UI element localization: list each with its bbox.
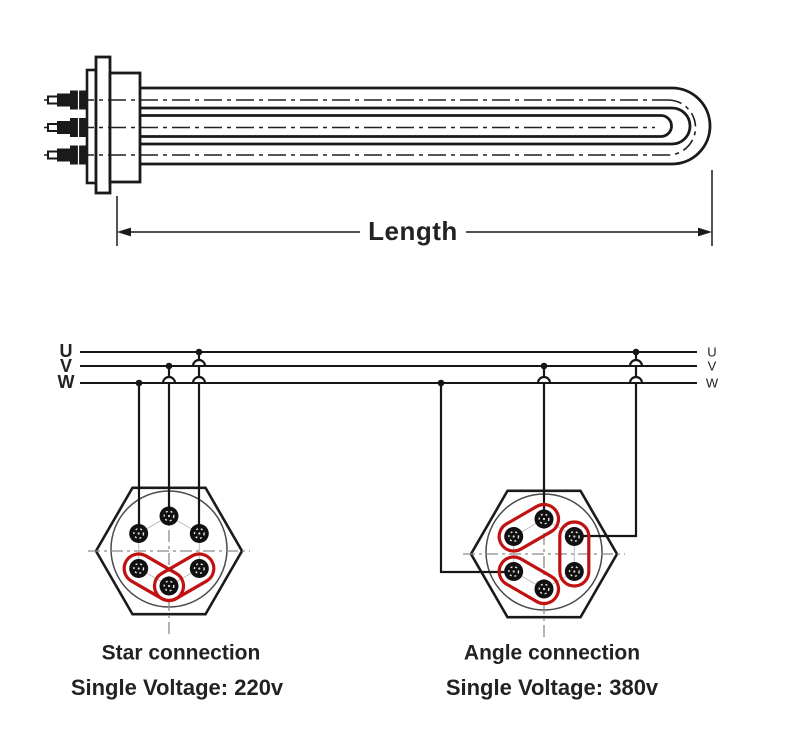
phase-label-left-u: U (59, 341, 73, 361)
pin-knurl-ring (568, 566, 580, 578)
heater-tube-1 (140, 86, 712, 166)
pin-knurl-ring (133, 528, 145, 540)
dimension-arrow-left (117, 227, 131, 237)
pin-center-dot (137, 532, 140, 535)
stud-tip (47, 150, 59, 160)
heater-element-drawing (44, 55, 712, 195)
wire-junction-dot (540, 362, 548, 370)
phase-lines (80, 351, 697, 384)
stud-tip (47, 95, 59, 105)
pin-knurl-ring (538, 513, 550, 525)
pin-center-dot (512, 535, 515, 538)
terminal-pin-upper-right (189, 524, 209, 543)
wire-junction-dot (135, 379, 143, 387)
stud-nut-small (57, 148, 70, 162)
pin-knurl-ring (508, 566, 520, 578)
pin-center-dot (198, 532, 201, 535)
flange-plate-2 (94, 55, 112, 195)
red-connection-link (122, 552, 186, 603)
wire-drop-6 (573, 352, 644, 538)
length-dimension (116, 170, 713, 246)
red-connection-link (497, 502, 561, 553)
heater-tube-3 (140, 114, 673, 138)
dimension-arrow-right (698, 227, 712, 237)
pin-knurl-ring (508, 531, 520, 543)
wire-junction-dot (195, 348, 203, 356)
pin-knurl-ring (133, 563, 145, 575)
terminal-pin-lower-right (564, 562, 584, 581)
terminal-pin-bottom (534, 579, 554, 599)
terminal-stud-2 (47, 118, 87, 137)
phase-label-right-v: V (707, 358, 717, 374)
red-connection-link (152, 552, 216, 603)
wire-drop-3 (191, 352, 207, 534)
phase-label-left-v: V (59, 356, 73, 376)
star-pins-and-links (122, 506, 216, 603)
pin-knurl-ring (568, 531, 580, 543)
pin-center-dot (198, 567, 201, 570)
terminal-pin-bottom (159, 576, 179, 596)
pin-center-dot (573, 570, 576, 573)
wire-junction-dot (437, 379, 445, 387)
pin-center-dot (542, 587, 546, 591)
wire-drop-4 (439, 383, 514, 574)
pin-knurl-ring (163, 580, 175, 592)
terminal-pin-upper-right (564, 527, 584, 546)
angle-pins-and-links (497, 502, 591, 606)
phase-wire-drops (135, 348, 644, 574)
terminal-stud-3 (47, 145, 87, 165)
phase-label-left-w: W (57, 372, 75, 392)
bend-centerline (667, 99, 697, 156)
terminal-pin-lower-left (504, 562, 524, 581)
phase-label-right-u: U (707, 344, 717, 360)
pin-knurl-ring (193, 563, 205, 575)
terminal-stud-1 (47, 90, 87, 110)
terminal-pin-upper-left (504, 527, 524, 546)
star-connection-caption: Star connection (101, 641, 261, 665)
stud-nut-small (57, 121, 70, 134)
stud-tip (47, 123, 59, 132)
wire-junction-dot (165, 362, 173, 370)
terminal-pin-lower-left (129, 559, 149, 578)
pin-knurl-ring (538, 583, 550, 595)
terminal-pin-lower-right (189, 559, 209, 578)
length-dimension-label: Length (368, 216, 458, 246)
pin-knurl-ring (193, 528, 205, 540)
star-voltage-label: Single Voltage: 220v (70, 675, 284, 700)
pin-knurl-ring (163, 510, 175, 522)
terminal-pin-upper-left (129, 524, 149, 543)
angle-voltage-label: Single Voltage: 380v (445, 675, 659, 700)
pin-center-dot (542, 517, 546, 521)
red-connection-link (558, 520, 591, 588)
terminal-pin-top (534, 509, 554, 529)
pin-center-dot (167, 584, 171, 588)
pin-center-dot (137, 567, 140, 570)
terminal-pin-top (159, 506, 179, 526)
wire-junction-dot (632, 348, 640, 356)
angle-connection-caption: Angle connection (463, 641, 641, 665)
pin-center-dot (573, 535, 576, 538)
red-connection-link (497, 555, 561, 606)
pin-center-dot (167, 514, 171, 518)
stud-nut-small (57, 93, 70, 107)
phase-label-right-w: W (705, 375, 719, 391)
pin-center-dot (512, 570, 515, 573)
heater-tube-2 (140, 106, 692, 146)
